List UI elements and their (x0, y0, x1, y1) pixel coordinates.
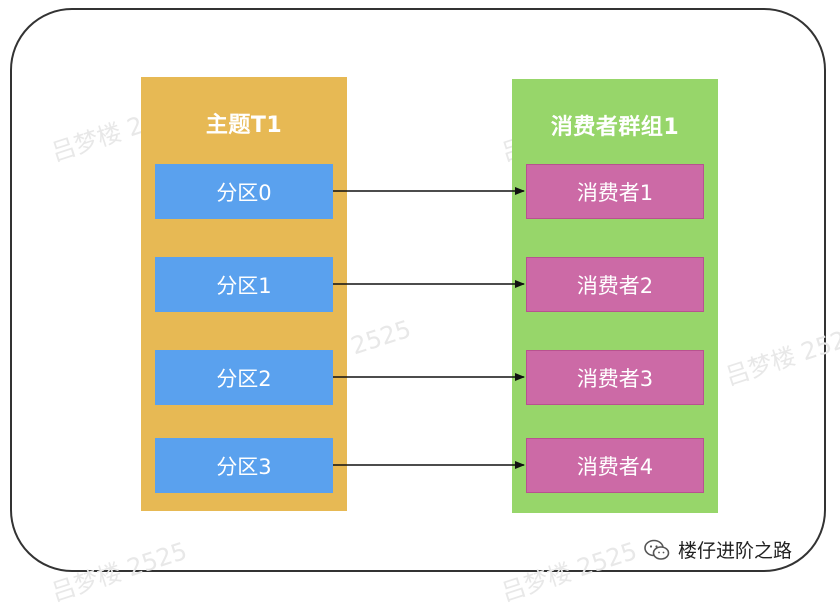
consumer-box: 消费者3 (526, 350, 704, 405)
consumer-group-title: 消费者群组1 (550, 115, 680, 140)
brand-signature: 楼仔进阶之路 (644, 536, 792, 563)
connector-arrows (333, 187, 525, 469)
partition-box: 分区1 (155, 257, 333, 312)
brand-label: 楼仔进阶之路 (678, 540, 793, 562)
partition-box: 分区0 (155, 164, 333, 219)
consumer-box: 消费者4 (526, 438, 704, 493)
partition-box: 分区3 (155, 438, 333, 493)
topic-title: 主题T1 (205, 113, 283, 138)
consumer-box: 消费者2 (526, 257, 704, 312)
partition-box: 分区2 (155, 350, 333, 405)
consumer-box: 消费者1 (526, 164, 704, 219)
wechat-icon (644, 539, 670, 560)
